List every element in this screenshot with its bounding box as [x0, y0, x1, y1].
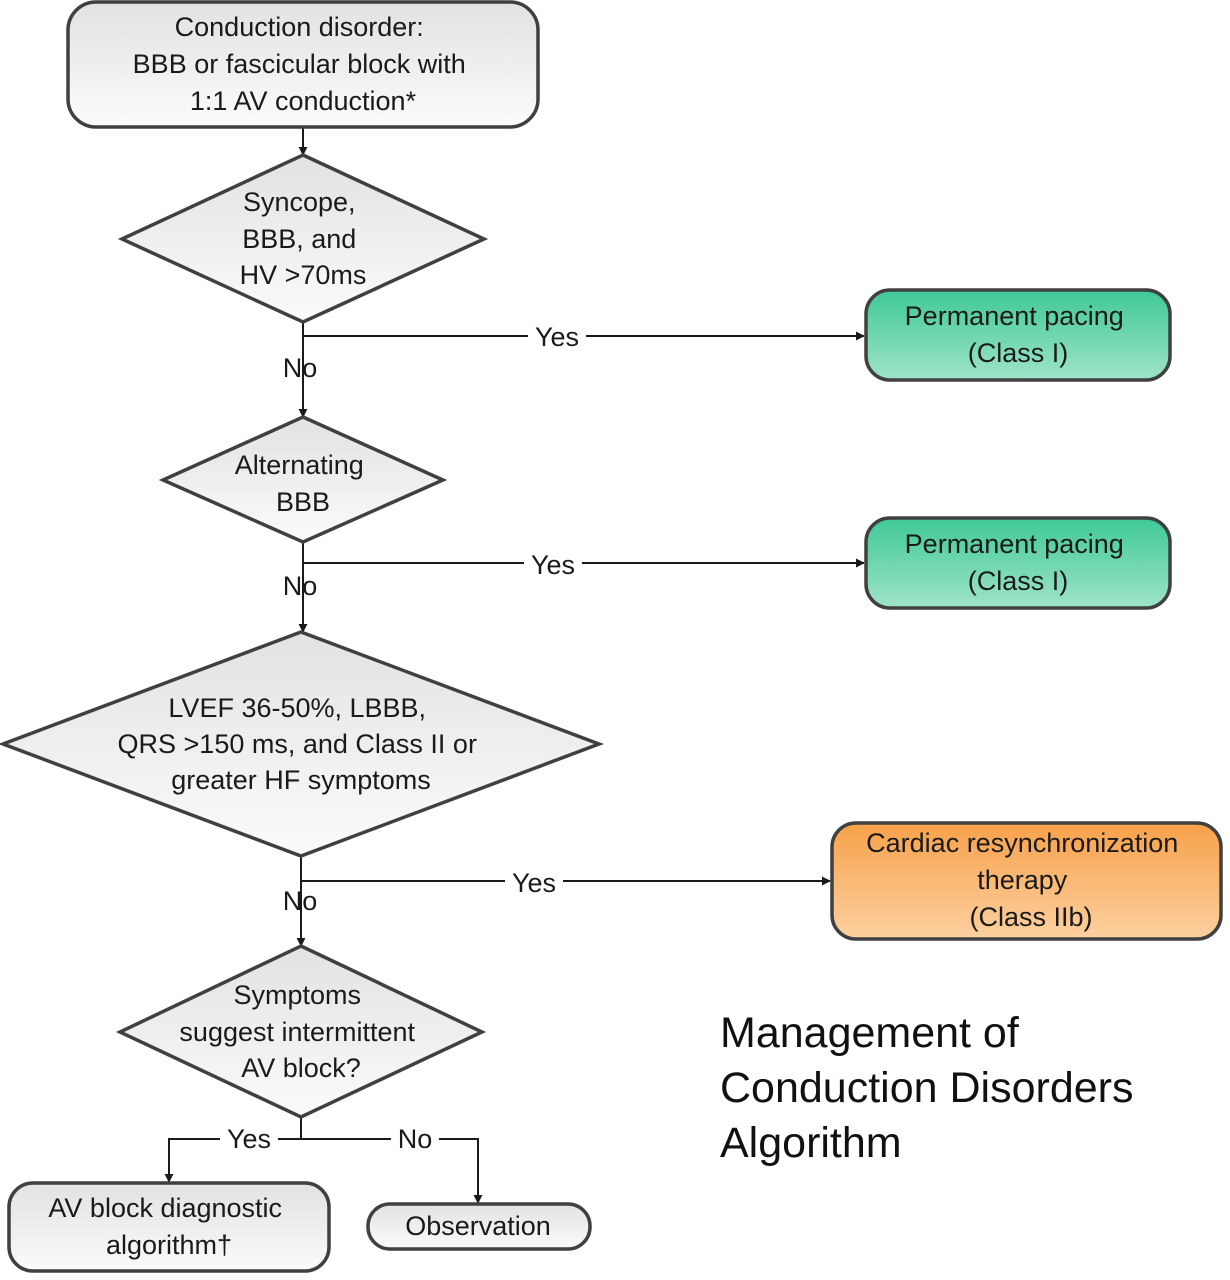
crt-shape [830, 821, 1223, 941]
label-no-d3: No [283, 886, 318, 916]
box-observation: Observation [366, 1202, 592, 1251]
pace1-line-2: (Class I) [968, 338, 1069, 368]
svg-text:Permanent pacing (Class: Permanent pacing (Class I) [905, 529, 1132, 596]
av-block-shape [7, 1181, 331, 1273]
svg-text:Cardiac resynchronization: Cardiac resynchronization therapy (Class… [866, 828, 1186, 932]
decision-alternating-shape [158, 415, 448, 544]
d4-line-1: Symptoms [233, 980, 361, 1010]
edge-d2-yes [302, 542, 865, 568]
observation-shape [366, 1202, 592, 1251]
decision-alternating: Alternating BBB [158, 415, 448, 544]
crt-line-1: Cardiac resynchronization [866, 828, 1178, 858]
svg-text:Syncope, BBB, and: Syncope, BBB, and HV >70ms [240, 187, 367, 290]
d3-line-3: greater HF symptoms [171, 765, 431, 795]
svg-text:Symptoms suggest intermi: Symptoms suggest intermittent AV block? [179, 980, 422, 1083]
pace1-line-1: Permanent pacing [905, 301, 1124, 331]
box-crt: Cardiac resynchronization therapy (Class… [830, 821, 1223, 941]
start-line-1: Conduction disorder: [175, 12, 424, 42]
diagram-title: Management of Conduction Disorders Algor… [720, 1009, 1145, 1167]
start-line-3: 1:1 AV conduction* [190, 86, 417, 116]
title-line-3: Algorithm [720, 1119, 902, 1167]
d1-line-2: BBB, and [242, 224, 356, 254]
edges [164, 127, 865, 1204]
decision-syncope-shape [117, 153, 489, 324]
crt-line-3: (Class IIb) [969, 902, 1092, 932]
decision-syncope: Syncope, BBB, and HV >70ms [117, 153, 489, 324]
observation-line-1: Observation [405, 1211, 551, 1241]
pace2-line-1: Permanent pacing [905, 529, 1124, 559]
svg-text:Conduction disorder: BBB: Conduction disorder: BBB or fascicular b… [133, 12, 474, 116]
start-box-shape [66, 0, 540, 129]
svg-text:Management of Conduction: Management of Conduction Disorders Algor… [720, 1009, 1145, 1167]
edge-d4-no [301, 1138, 483, 1204]
svg-text:Permanent pacing (Class: Permanent pacing (Class I) [905, 301, 1132, 368]
box-av-block-algorithm: AV block diagnostic algorithm† [7, 1181, 331, 1273]
svg-text:Observation: Observation [405, 1211, 551, 1241]
pacing-1-shape [864, 288, 1172, 382]
svg-text:AV block diagnostic algo: AV block diagnostic algorithm† [48, 1193, 289, 1260]
label-no-d2: No [283, 571, 318, 601]
node-start: Conduction disorder: BBB or fascicular b… [66, 0, 540, 129]
label-yes-d1: Yes [535, 322, 579, 352]
label-no-d1: No [283, 353, 318, 383]
avblock-line-1: AV block diagnostic [48, 1193, 282, 1223]
title-line-2: Conduction Disorders [720, 1064, 1133, 1112]
label-yes-d3: Yes [512, 868, 556, 898]
label-yes-d2: Yes [531, 550, 575, 580]
d1-line-1: Syncope, [243, 187, 356, 217]
decision-symptoms: Symptoms suggest intermittent AV block? [115, 944, 487, 1119]
title-line-1: Management of [720, 1009, 1020, 1057]
start-line-2: BBB or fascicular block with [133, 49, 466, 79]
d4-line-2: suggest intermittent [179, 1017, 415, 1047]
decision-lvef: LVEF 36-50%, LBBB, QRS >150 ms, and Clas… [0, 630, 604, 858]
d2-line-1: Alternating [235, 450, 364, 480]
pace2-line-2: (Class I) [968, 566, 1069, 596]
d1-line-3: HV >70ms [240, 260, 367, 290]
d2-line-2: BBB [276, 487, 330, 517]
label-yes-d4: Yes [227, 1124, 271, 1154]
d3-line-1: LVEF 36-50%, LBBB, [168, 693, 426, 723]
edge-d3-yes [300, 856, 831, 886]
d4-line-3: AV block? [241, 1053, 361, 1083]
box-permanent-pacing-1: Permanent pacing (Class I) [864, 288, 1172, 382]
svg-text:Alternating BBB: Alternating BBB [235, 450, 372, 517]
decision-symptoms-shape [115, 944, 487, 1119]
box-permanent-pacing-2: Permanent pacing (Class I) [864, 516, 1172, 610]
svg-text:LVEF 36-50%, LBBB, QRS >: LVEF 36-50%, LBBB, QRS >150 ms, and Clas… [118, 693, 485, 795]
decision-lvef-shape [0, 630, 604, 858]
avblock-line-2: algorithm† [106, 1230, 232, 1260]
pacing-2-shape [864, 516, 1172, 610]
edge-labels: Yes No Yes No Yes No Yes No [220, 320, 586, 1155]
crt-line-2: therapy [977, 865, 1068, 895]
label-no-d4: No [398, 1124, 433, 1154]
d3-line-2: QRS >150 ms, and Class II or [118, 729, 477, 759]
